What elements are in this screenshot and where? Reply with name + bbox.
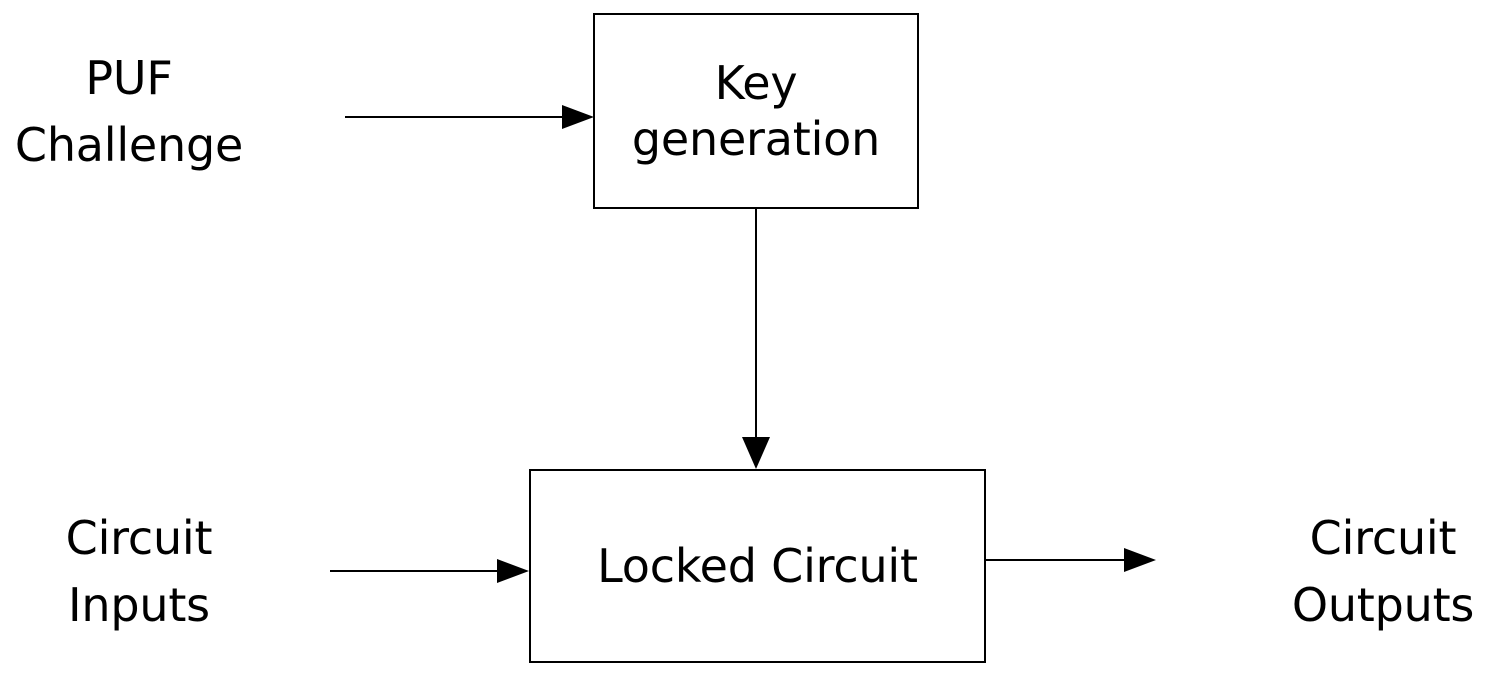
node-key-generation-label: Key generation (631, 55, 881, 166)
node-locked-circuit-label: Locked Circuit (597, 538, 918, 593)
label-circuit-inputs: Circuit Inputs (65, 511, 213, 632)
node-key-generation[interactable]: Key generation (593, 13, 919, 209)
edge-locked-circuit-to-circuit-outputs (986, 548, 1156, 572)
arrowhead-right-icon (562, 105, 594, 129)
edge-puf-challenge-to-key-generation (345, 105, 594, 129)
node-locked-circuit[interactable]: Locked Circuit (529, 469, 986, 663)
arrowhead-right-icon (1124, 548, 1156, 572)
label-puf-challenge: PUF Challenge (14, 51, 244, 172)
edge-key-generation-to-locked-circuit (742, 209, 770, 469)
label-circuit-outputs: Circuit Outputs (1291, 511, 1475, 632)
edge-circuit-inputs-to-locked-circuit (330, 559, 529, 583)
arrowhead-right-icon (497, 559, 529, 583)
arrowhead-down-icon (742, 437, 770, 469)
